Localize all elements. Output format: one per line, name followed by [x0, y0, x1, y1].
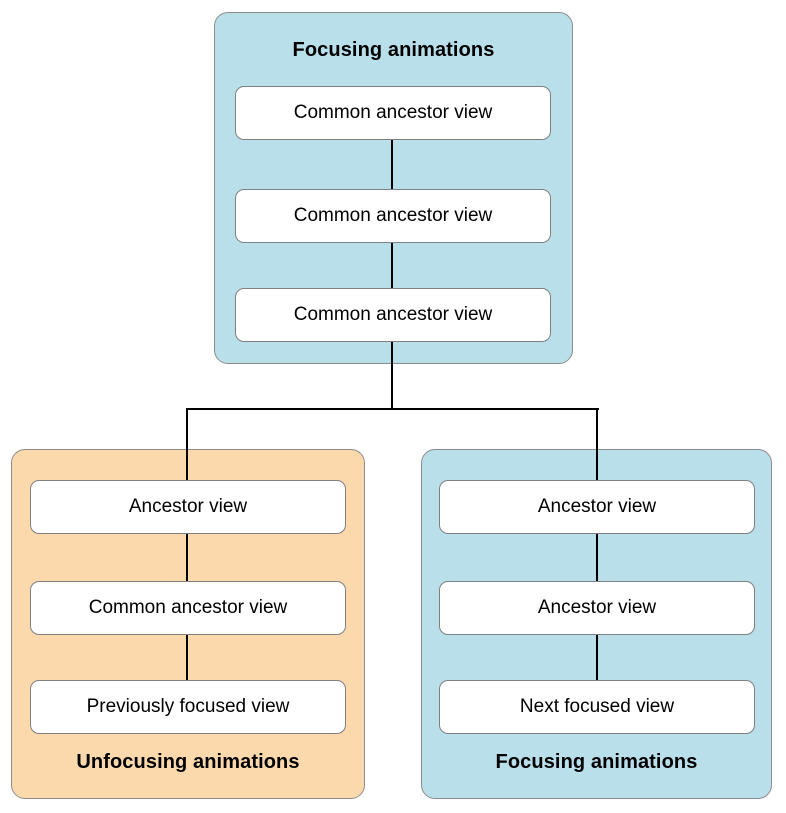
node-label: Ancestor view	[128, 496, 248, 517]
connector-top-node2-node3	[391, 243, 394, 289]
node-label: Ancestor view	[537, 496, 657, 517]
connector-branch-right	[596, 408, 599, 484]
panel-bottom-right-title: Focusing animations	[495, 751, 698, 773]
node-left-common-ancestor-view[interactable]: Common ancestor view	[30, 581, 346, 635]
panel-bottom-left-title: Unfocusing animations	[76, 751, 300, 773]
connector-trunk-vertical	[391, 342, 394, 410]
node-label: Common ancestor view	[293, 102, 493, 123]
node-label: Common ancestor view	[293, 205, 493, 226]
connector-left-node1-node2	[186, 534, 189, 582]
node-label: Previously focused view	[86, 696, 290, 717]
connector-branch-left	[186, 408, 189, 484]
node-label: Ancestor view	[537, 597, 657, 618]
connector-right-node2-node3	[596, 635, 599, 681]
node-label: Common ancestor view	[88, 597, 288, 618]
node-top-common-ancestor-view-3[interactable]: Common ancestor view	[235, 288, 551, 342]
connector-top-node1-node2	[391, 140, 394, 190]
node-left-previously-focused-view[interactable]: Previously focused view	[30, 680, 346, 734]
node-right-next-focused-view[interactable]: Next focused view	[439, 680, 755, 734]
node-right-ancestor-view-2[interactable]: Ancestor view	[439, 581, 755, 635]
node-top-common-ancestor-view-1[interactable]: Common ancestor view	[235, 86, 551, 140]
connector-right-node1-node2	[596, 534, 599, 582]
connector-left-node2-node3	[186, 635, 189, 681]
node-left-ancestor-view[interactable]: Ancestor view	[30, 480, 346, 534]
panel-top-title: Focusing animations	[292, 39, 495, 61]
node-label: Common ancestor view	[293, 304, 493, 325]
node-label: Next focused view	[519, 696, 675, 717]
node-top-common-ancestor-view-2[interactable]: Common ancestor view	[235, 189, 551, 243]
node-right-ancestor-view-1[interactable]: Ancestor view	[439, 480, 755, 534]
